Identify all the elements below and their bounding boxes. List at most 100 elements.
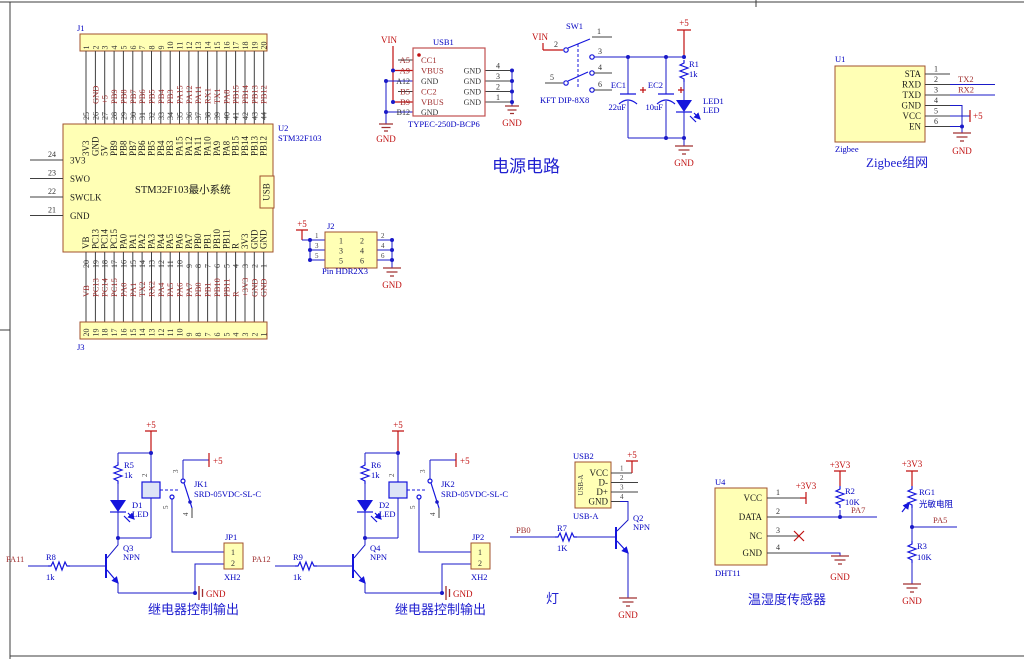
j2-inner-pin: 1 [339, 237, 343, 246]
u2-bottom-pin-name: PC13 [90, 228, 100, 249]
u2-top-pin-name: PA12 [184, 136, 194, 156]
j3-net-label: PC14 [100, 277, 110, 297]
usb1-inner-pin: VBUS [421, 97, 444, 107]
plus5-flag-label: +5 [213, 456, 223, 466]
cap-ec1 [618, 87, 646, 105]
zigbee-pin-name: STA [905, 69, 922, 79]
u2-top-pin-name: GND [90, 136, 100, 156]
u2-bottom-pin-name: PA5 [165, 233, 175, 249]
j3-net-label: PB11 [221, 278, 231, 297]
j2-ref: J2 [327, 221, 335, 231]
npn-transistor [352, 554, 366, 584]
rin-ref: R9 [293, 552, 303, 562]
usb1-inner-pin: CC2 [421, 87, 437, 97]
usb1-ref: USB1 [433, 37, 454, 47]
relay-gnd-label: GND [206, 589, 226, 599]
j3-net-label: +3V3 [240, 278, 250, 297]
j3-ref: J3 [77, 342, 85, 352]
u2-top-pin-name: PB14 [240, 135, 250, 156]
dht-pin-stubs [767, 497, 810, 554]
jk-part: SRD-05VDC-SL-C [194, 489, 261, 499]
u2-bottom-pin-name: PA2 [137, 234, 147, 249]
ldr-gnd-label: GND [902, 596, 922, 606]
resistor [906, 486, 918, 508]
q-ref: Q4 [370, 543, 381, 553]
u2-usb-subpart [259, 175, 275, 209]
led-symbol [357, 500, 381, 522]
j2-outer-pin: 3 [315, 242, 319, 250]
jp-pin: 1 [231, 548, 235, 557]
usb1-gnd-right-label: GND [502, 118, 522, 128]
u2-bottom-pin-name: PA1 [128, 234, 138, 249]
u2-bottom-pin-number: 12 [157, 260, 166, 268]
resistor-r1 [678, 60, 690, 82]
gnd-bar-symbol [445, 586, 451, 600]
j2-inner-pin: 2 [360, 237, 364, 246]
dht-pin-number: 4 [776, 543, 780, 552]
resistor [906, 541, 918, 563]
j3-pin-number: 18 [101, 329, 110, 337]
u2-bottom-pin-name: PB0 [193, 233, 203, 249]
u2-bottom-pin-name: PC15 [109, 228, 119, 249]
u2-bottom-pin-name: PC14 [100, 228, 110, 249]
j1-outer-pin-number: 28 [110, 112, 119, 120]
q-value: NPN [370, 552, 387, 562]
jp-connector [223, 542, 244, 570]
ldr-arrow [901, 502, 910, 513]
sw1-pin-number: 5 [550, 73, 554, 82]
u2-left-pin-name: SWO [70, 174, 91, 184]
usb1-pin-name: B5 [400, 87, 410, 97]
lamp-gnd-label: GND [618, 610, 638, 620]
rtop-value: 1k [371, 470, 380, 480]
usb1-right-pin-number: 1 [496, 93, 500, 102]
j1-pin-number: 8 [147, 46, 156, 50]
u2-left-pin-lines [30, 159, 63, 216]
led1-ref: LED1 [703, 96, 724, 106]
q2-value: NPN [633, 522, 650, 532]
ldr-section: +3V3 RG1 光敏电阻 PA5 R3 10K GND [901, 459, 957, 606]
plus5-flag-label: +5 [973, 111, 983, 121]
sw1-pin-number: 2 [554, 40, 558, 49]
j1-net-label: GND [90, 86, 100, 104]
usb1-right-pin-number: 3 [496, 72, 500, 81]
zigbee-module [834, 65, 926, 143]
q2-ref: Q2 [633, 513, 643, 523]
u2-bottom-pin-name: PA7 [184, 233, 194, 249]
led-symbol [110, 500, 134, 522]
u2-j3-wires [85, 252, 265, 322]
j3-pin-number: 4 [232, 333, 241, 337]
relay1-section: +5 R5 1k D1 LED 2 3 5 4 +5 JK1 SRD-05VDC… [6, 420, 261, 617]
no-connect-x [793, 530, 805, 542]
usb1-pin-name: A9 [400, 66, 410, 76]
j3-net-label: PA4 [156, 282, 166, 297]
u2-bottom-pin-name: PB11 [221, 229, 231, 249]
u2-bottom-pin-number: 16 [119, 260, 128, 268]
j3-net-label: RX2 [146, 281, 156, 297]
usb2-pin-name: D- [599, 478, 609, 488]
dht-pin-name: VCC [743, 493, 762, 503]
u2-left-pin-name: 3V3 [70, 156, 86, 166]
relay-pin-number: 5 [162, 505, 170, 509]
u2-bottom-pin-name: R [231, 243, 241, 249]
u2-left-pin-name: GND [70, 211, 90, 221]
j1-connector [79, 33, 268, 52]
jp-ref: JP2 [472, 532, 484, 542]
j3-pin-number: 5 [222, 333, 231, 337]
j1-pin-number: 18 [241, 42, 250, 50]
u2-bottom-pin-name: VB [81, 236, 91, 249]
j1-outer-pin-number: 37 [194, 112, 203, 120]
rtop-value: 1k [124, 470, 133, 480]
zigbee-pin-stubs [925, 73, 950, 127]
pa7-net-label: PA7 [851, 505, 865, 515]
r7-ref: R7 [557, 523, 567, 533]
j1-pin-number: 3 [101, 46, 110, 50]
dip-switch [545, 36, 612, 93]
rin-ref: R8 [46, 552, 56, 562]
dht-gnd-label: GND [830, 572, 850, 582]
r2-ref: R2 [845, 486, 855, 496]
zigbee-wires [950, 84, 995, 133]
u2-top-pin-name: PB13 [249, 135, 259, 156]
usb2-inner-label: USB-A [577, 474, 585, 495]
